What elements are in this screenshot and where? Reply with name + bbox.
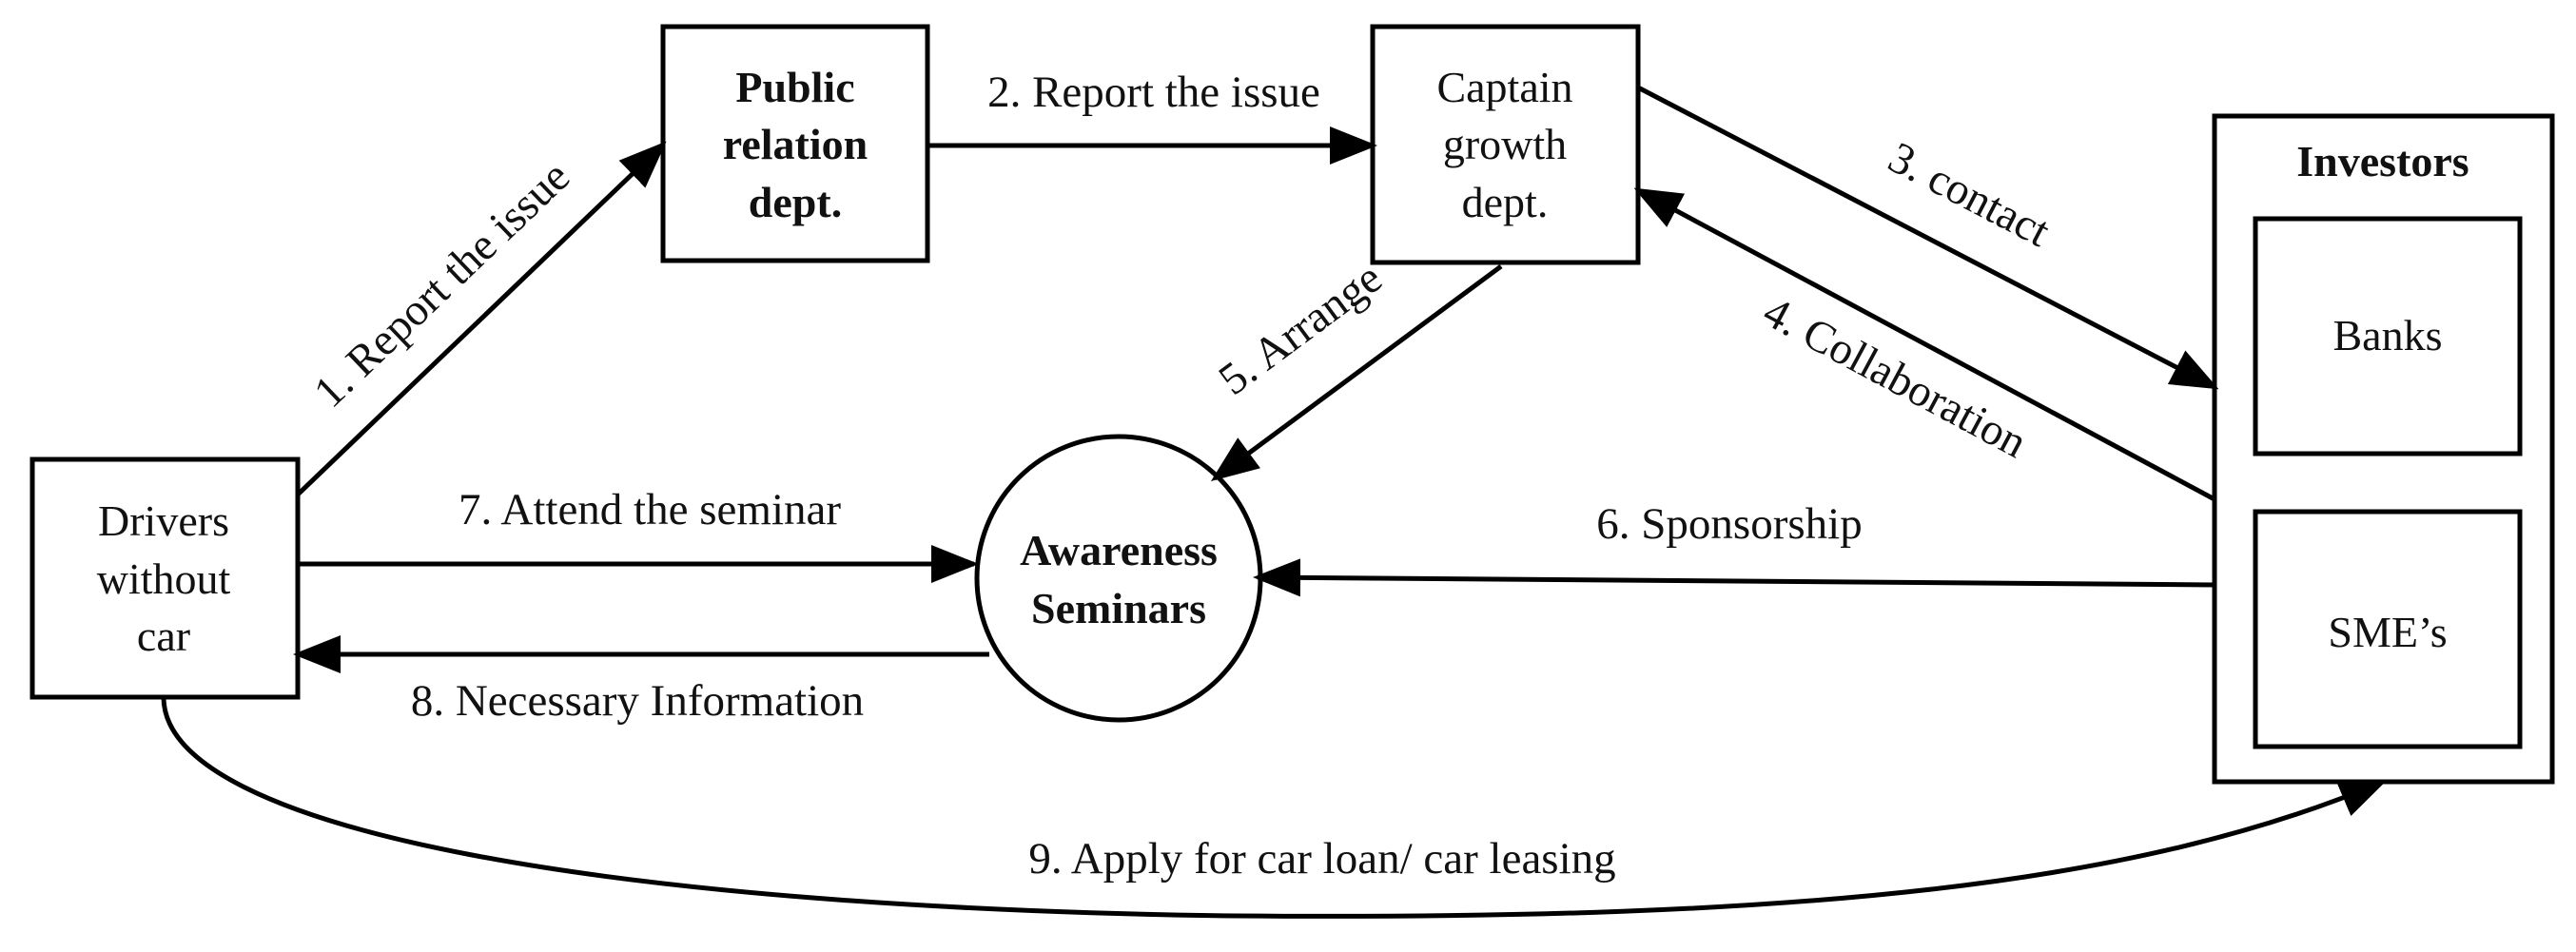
awareness-seminars-node: Awareness Seminars: [974, 434, 1263, 723]
arrow-3: [1636, 85, 2219, 390]
captain-growth-label-line3: dept.: [1462, 178, 1549, 226]
edge-3-label: 3. contact: [1881, 132, 2058, 256]
arrow-9: [161, 696, 2388, 919]
investors-node: Investors Banks SME’s: [2212, 113, 2555, 785]
public-relation-label-line3: dept.: [749, 178, 842, 226]
public-relation-label-line1: Public: [735, 63, 854, 111]
arrow-1: [296, 141, 667, 496]
edge-2-report: 2. Report the issue: [927, 68, 1377, 165]
drivers-label-line2: without: [97, 554, 231, 603]
awareness-label-line1: Awareness: [1020, 526, 1218, 574]
captain-growth-label-line1: Captain: [1436, 63, 1572, 111]
arrow-4: [1633, 187, 2216, 502]
public-relation-label-line2: relation: [723, 120, 868, 168]
drivers-label-line1: Drivers: [98, 496, 229, 545]
banks-node: Banks: [2253, 216, 2523, 457]
edge-6-label: 6. Sponsorship: [1596, 499, 1862, 549]
smes-node: SME’s: [2253, 509, 2523, 749]
edge-6-sponsorship: 6. Sponsorship: [1253, 499, 2215, 597]
edge-5-arrange: 5. Arrange: [1210, 253, 1503, 481]
investors-title: Investors: [2296, 137, 2469, 185]
captain-growth-node: Captain growth dept.: [1370, 24, 1641, 265]
edge-8-label: 8. Necessary Information: [411, 676, 864, 726]
edge-1-label: 1. Report the issue: [304, 152, 579, 418]
captain-growth-label-line2: growth: [1443, 120, 1567, 168]
public-relation-node: Public relation dept.: [660, 24, 930, 263]
edge-8-information: 8. Necessary Information: [293, 635, 989, 726]
drivers-label-line3: car: [137, 612, 190, 660]
banks-label: Banks: [2333, 311, 2443, 359]
arrow-5: [1210, 263, 1503, 481]
edge-1-report: 1. Report the issue: [296, 141, 667, 496]
awareness-label-line2: Seminars: [1031, 584, 1206, 632]
edge-9-apply: 9. Apply for car loan/ car leasing: [161, 696, 2388, 919]
drivers-node: Drivers without car: [29, 457, 301, 700]
edge-5-label: 5. Arrange: [1210, 253, 1391, 405]
edge-7-attend: 7. Attend the seminar: [298, 485, 979, 583]
edge-7-label: 7. Attend the seminar: [459, 485, 841, 534]
edge-9-label: 9. Apply for car loan/ car leasing: [1028, 834, 1615, 884]
arrow-6: [1253, 558, 2215, 597]
edge-2-label: 2. Report the issue: [987, 68, 1320, 117]
edge-4-label: 4. Collaboration: [1755, 287, 2035, 468]
smes-label: SME’s: [2328, 608, 2447, 656]
